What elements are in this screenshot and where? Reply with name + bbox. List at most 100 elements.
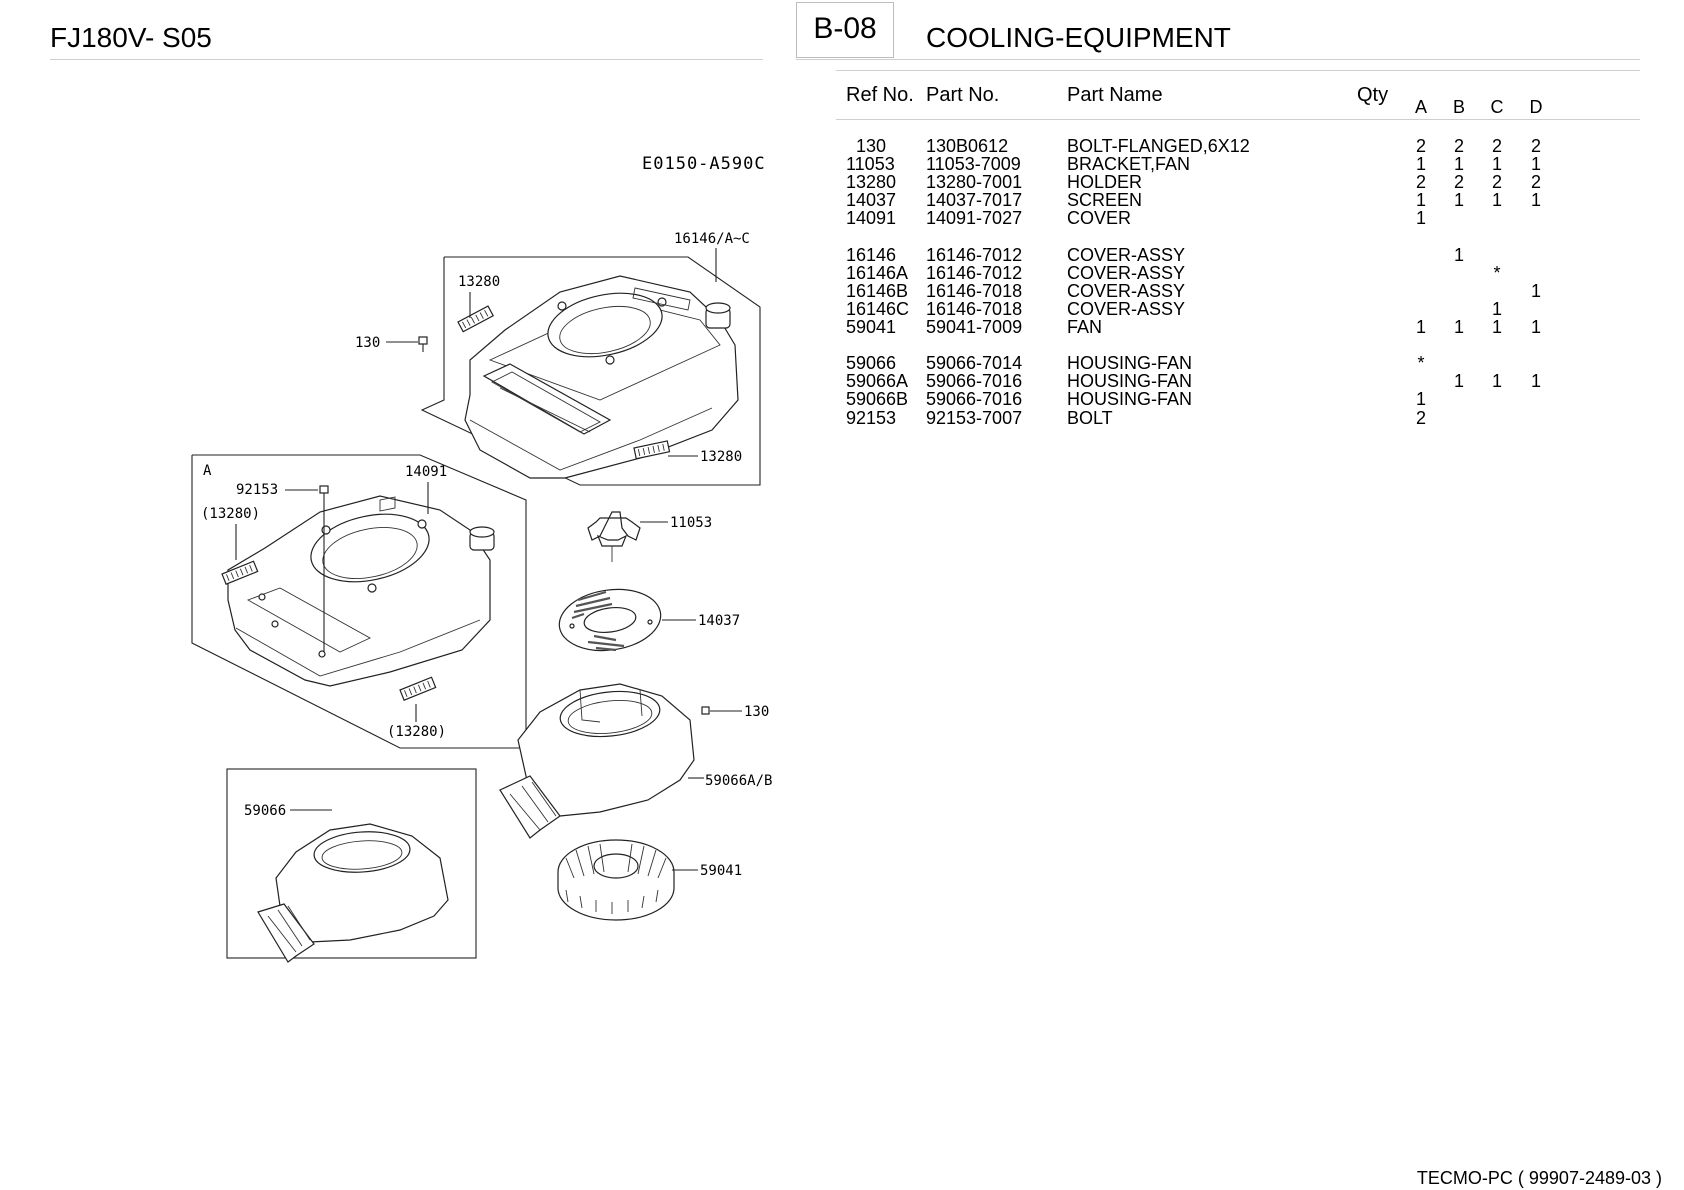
cell-qty-c: 1 [1491,371,1502,392]
cell-part-no: 16146-7012 [926,262,1023,283]
cell-ref: 16146B [846,280,909,301]
cell-part-no: 11053-7009 [926,154,1021,175]
callout-92153: 92153 [236,482,278,498]
col-header-qty: Qty [1357,84,1389,106]
cell-ref: 92153 [846,407,897,428]
cell-name: COVER-ASSY [1067,298,1186,319]
callout-59041: 59041 [700,863,742,879]
callout-13280-right: 13280 [700,449,742,465]
cell-qty-c: 2 [1491,172,1502,193]
cell-qty-b: 1 [1453,244,1464,265]
cell-qty-c: 1 [1491,317,1502,337]
cover-assy-part [418,256,761,486]
model-title: FJ180V- S05 [50,22,212,53]
cell-qty-b: 1 [1453,154,1464,175]
col-header-name: Part Name [1067,84,1163,106]
col-header-b: B [1452,97,1465,117]
callout-130-right: 130 [744,704,769,720]
cell-ref: 11053 [846,154,895,175]
callout-59066: 59066 [244,803,286,819]
cell-name: BOLT [1067,407,1113,428]
cell-name: COVER-ASSY [1067,262,1186,283]
exploded-diagram: E0150-A590C 16146/A~C [191,154,772,963]
fan-part [557,839,675,921]
callout-59066ab: 59066A/B [705,773,772,789]
cell-name: HOUSING-FAN [1067,389,1193,410]
cell-qty-a: 1 [1415,317,1426,337]
cell-name: COVER [1067,208,1132,229]
cell-ref: 16146C [846,298,910,319]
callout-13280-top: 13280 [458,274,500,290]
cell-name: BRACKET,FAN [1067,154,1191,175]
cell-qty-c: 1 [1491,298,1502,319]
callout-14091: 14091 [405,464,447,480]
cell-qty-c: 2 [1491,136,1502,156]
cell-ref: 130 [856,136,887,156]
box-a-label: A [203,463,212,479]
cell-qty-d: 1 [1530,317,1541,337]
bracket-fan-part [587,511,641,562]
cell-qty-c: * [1493,262,1501,283]
cell-qty-a: 1 [1415,389,1426,410]
callout-13280-paren-top: (13280) [201,506,260,522]
col-header-part-no: Part No. [926,84,1000,106]
cell-part-no: 92153-7007 [926,407,1023,428]
cell-qty-b: 1 [1453,371,1464,392]
col-header-ref: Ref No. [846,84,914,106]
cell-ref: 59041 [846,317,897,337]
cell-qty-d: 1 [1530,154,1541,175]
cell-part-no: 59066-7014 [926,353,1023,374]
cell-part-no: 14037-7017 [926,190,1023,211]
col-header-d: D [1529,97,1543,117]
cell-name: BOLT-FLANGED,6X12 [1067,136,1250,156]
cell-name: HOUSING-FAN [1067,353,1193,374]
callout-11053: 11053 [670,515,712,531]
cell-name: SCREEN [1067,190,1143,211]
cell-part-no: 59066-7016 [926,389,1023,410]
cell-qty-a: 1 [1415,154,1426,175]
section-code-box: B-08 [796,2,894,58]
housing-fan-part [499,683,710,839]
callout-130-top: 130 [355,335,380,351]
cell-ref: 14091 [846,208,897,229]
footer-text: TECMO-PC ( 99907-2489-03 ) [1416,1168,1662,1188]
header-rule-left [50,59,763,60]
col-header-c: C [1490,97,1504,117]
cell-part-no: 16146-7018 [926,280,1023,301]
cover-variant-a-box: A [191,454,527,749]
header-rule-right [796,59,1640,60]
cell-ref: 16146A [846,262,909,283]
table-header-rule [836,119,1640,120]
cell-qty-b: 2 [1453,172,1464,193]
cell-qty-a: * [1417,353,1425,374]
table-top-rule [836,70,1640,71]
cell-qty-a: 1 [1415,190,1426,211]
cell-part-no: 16146-7012 [926,244,1023,265]
cell-qty-c: 1 [1491,190,1502,211]
cell-qty-b: 1 [1453,317,1464,337]
housing-variant-box [226,768,477,963]
cell-qty-d: 1 [1530,280,1541,301]
cell-ref: 59066 [846,353,897,374]
col-header-a: A [1414,97,1427,117]
cell-qty-c: 1 [1491,154,1502,175]
callout-13280-paren-bottom: (13280) [387,724,446,740]
cell-name: COVER-ASSY [1067,244,1186,265]
screen-part [558,588,662,652]
cell-qty-a: 2 [1415,407,1426,428]
cell-name: FAN [1067,317,1103,337]
cell-part-no: 130B0612 [926,136,1009,156]
cell-ref: 59066A [846,371,909,392]
cell-name: HOLDER [1067,172,1143,193]
cell-part-no: 59066-7016 [926,371,1023,392]
cell-part-no: 16146-7018 [926,298,1023,319]
cell-ref: 16146 [846,244,897,265]
cell-ref: 59066B [846,389,909,410]
cell-qty-b: 2 [1453,136,1464,156]
cell-part-no: 13280-7001 [926,172,1023,193]
cell-qty-d: 2 [1530,136,1541,156]
section-title: COOLING-EQUIPMENT [926,22,1231,53]
cell-qty-d: 2 [1530,172,1541,193]
cell-qty-a: 2 [1415,172,1426,193]
diagram-code: E0150-A590C [642,154,766,174]
